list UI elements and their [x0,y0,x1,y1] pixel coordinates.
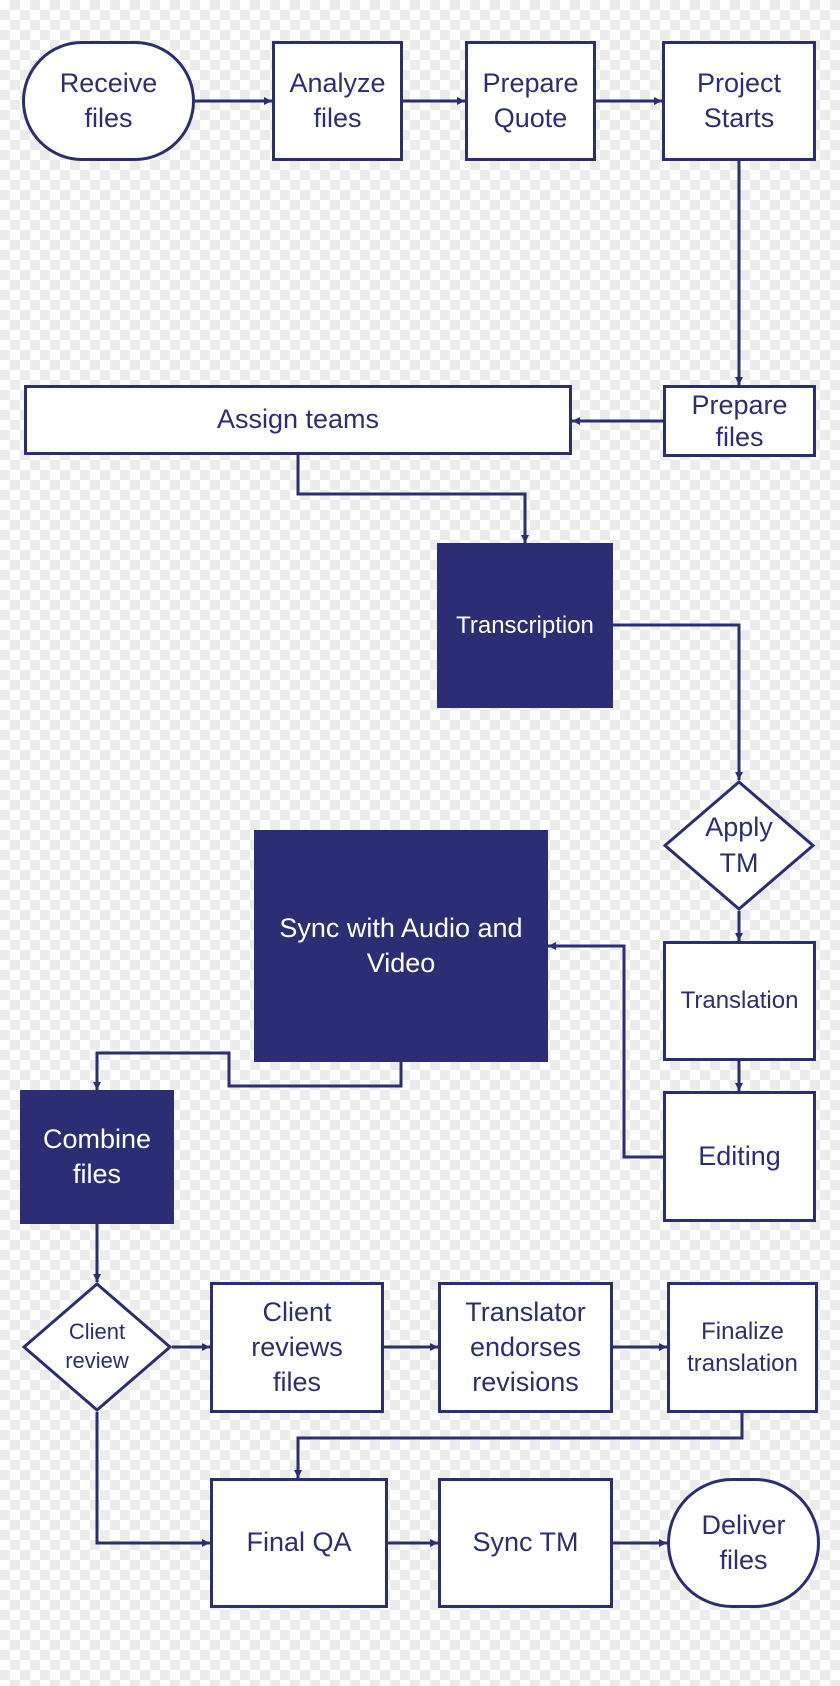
sync-tm-node: Sync TM [438,1478,613,1608]
assign-teams-node: Assign teams [24,385,572,455]
prepare-quote-label: Prepare Quote [482,67,579,133]
client-reviews-files-label: Client reviews files [251,1296,343,1398]
editing-label: Editing [698,1140,781,1171]
sync-audio-video-label: Sync with Audio and Video [279,912,523,978]
sync-audio-video-node: Sync with Audio and Video [254,830,548,1062]
assign-teams-label: Assign teams [216,404,380,435]
apply-tm-label: Apply TM [705,812,773,878]
translation-node: Translation [663,941,816,1061]
translator-endorses-node: Translator endorses revisions [438,1282,613,1413]
analyze-files-label: Analyze files [289,67,386,133]
receive-files-label: Receive files [59,67,158,133]
client-review-decision: Client review [22,1282,172,1412]
transcription-label: Transcription [456,611,594,639]
final-qa-label: Final QA [246,1527,352,1558]
project-starts-label: Project Starts [696,67,782,133]
deliver-files-label: Deliver files [701,1509,786,1575]
edge-editing-to-sync [548,942,663,1159]
translation-label: Translation [680,987,799,1015]
editing-node: Editing [663,1091,816,1222]
client-review-label: Client review [65,1319,129,1373]
translator-endorses-label: Translator endorses revisions [465,1296,586,1398]
project-starts-node: Project Starts [662,41,816,161]
analyze-files-node: Analyze files [272,41,403,161]
client-reviews-files-node: Client reviews files [210,1282,384,1413]
edge-transcription-to-apply-tm [613,623,743,780]
finalize-translation-node: Finalize translation [667,1282,818,1413]
final-qa-node: Final QA [210,1478,388,1608]
edge-client-review-to-final-qa [95,1412,210,1547]
receive-files-node: Receive files [22,41,195,161]
prepare-files-label: Prepare files [691,389,788,452]
prepare-quote-node: Prepare Quote [465,41,596,161]
deliver-files-node: Deliver files [667,1478,820,1608]
edge-finalize-to-final-qa [294,1413,744,1478]
combine-files-node: Combine files [20,1090,174,1224]
combine-files-label: Combine files [42,1123,152,1189]
prepare-files-node: Prepare files [663,385,816,457]
transcription-node: Transcription [437,543,613,708]
sync-tm-label: Sync TM [472,1527,579,1558]
edge-sync-to-combine [93,1051,403,1090]
finalize-translation-label: Finalize translation [687,1318,798,1377]
edge-assign-to-transcription [296,455,529,543]
apply-tm-decision: Apply TM [663,780,815,911]
